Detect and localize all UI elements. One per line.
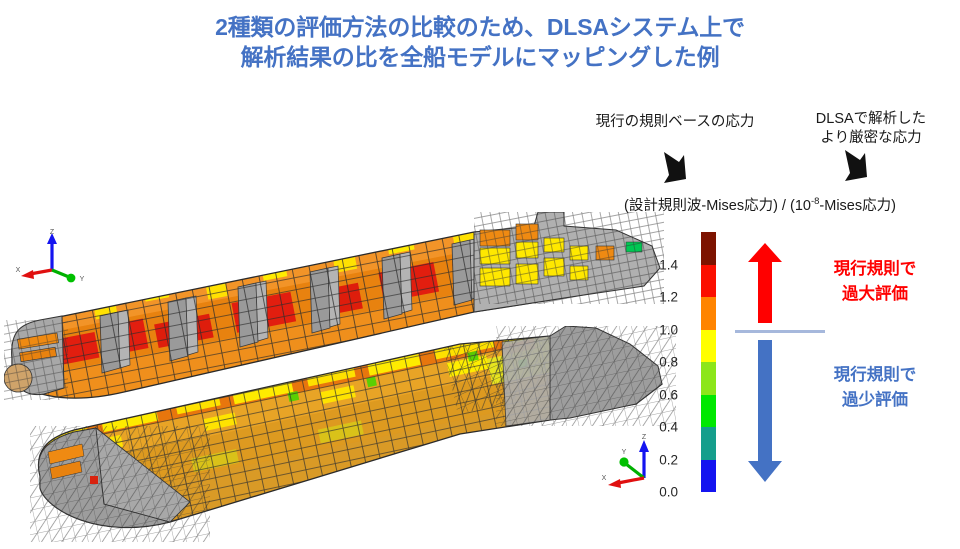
black-down-arrow-icon-rule <box>664 152 686 183</box>
colorbar-band-7 <box>701 459 716 492</box>
colorbar-tick-0.6: 0.6 <box>659 387 678 402</box>
under-estimate-down-arrow-icon <box>748 340 782 482</box>
colorbar-band-1 <box>701 264 716 297</box>
colorbar-band-4 <box>701 362 716 395</box>
over-estimate-up-arrow-icon <box>748 243 782 323</box>
over-estimate-label: 現行規則で 過大評価 <box>790 257 960 307</box>
colorbar-band-2 <box>701 297 716 330</box>
cutaway-fem-ship-model <box>4 212 664 400</box>
triad-lower-y-label: Y <box>622 449 627 456</box>
formula-divider: / <box>777 198 790 214</box>
upper-stern-superstructure <box>473 212 664 313</box>
colorbar-band-3 <box>701 329 716 362</box>
stress-ratio-colorbar: 1.4 1.2 1.0 0.8 0.6 0.4 0.2 0.0 <box>659 232 730 500</box>
callout-rule-based-stress: 現行の規則ベースの応力 <box>560 113 790 132</box>
over-estimate-line-2: 過大評価 <box>842 285 908 303</box>
lower-stern-structure <box>496 326 676 427</box>
callout-dlsa-line-2: より厳密な応力 <box>820 130 922 146</box>
under-estimate-label: 現行規則で 過少評価 <box>790 363 960 413</box>
colorbar-tick-1.0: 1.0 <box>659 322 678 337</box>
axis-triad-lower: Z Y X <box>602 434 649 488</box>
colorbar-tick-1.4: 1.4 <box>659 257 678 272</box>
stress-ratio-formula: (設計規則波-Mises応力) / (10-8-Mises応力) <box>560 194 960 215</box>
callout-dlsa-line-1: DLSAで解析した <box>815 111 927 127</box>
lower-bow-structure <box>30 426 210 542</box>
triad-upper-x-label: X <box>16 267 21 274</box>
colorbar-tick-0.2: 0.2 <box>659 452 678 467</box>
colorbar-tick-0.0: 0.0 <box>659 484 678 500</box>
exterior-fem-ship-model <box>30 326 676 542</box>
colorbar-tick-0.8: 0.8 <box>659 354 678 370</box>
colorbar-band-5 <box>701 394 716 427</box>
colorbar-unity-divider <box>735 330 825 333</box>
page-title-line-2: 解析結果の比を全船モデルにマッピングした例 <box>240 44 720 70</box>
triad-upper-z-label: Z <box>50 229 55 236</box>
black-down-arrow-icon-dlsa <box>845 150 867 181</box>
formula-denominator-pre: (10 <box>790 198 811 214</box>
triad-upper-y-label: Y <box>80 276 85 283</box>
colorbar-tick-1.2: 1.2 <box>659 289 678 305</box>
triad-lower-z-label: Z <box>642 434 647 441</box>
triad-lower-x-label: X <box>602 475 607 482</box>
colorbar-gradient <box>701 232 716 492</box>
colorbar-band-0 <box>701 232 716 265</box>
colorbar-tick-0.4: 0.4 <box>659 419 678 435</box>
page-title-line-1: 2種類の評価方法の比較のため、DLSAシステム上で <box>215 14 745 40</box>
callout-dlsa-stress: DLSAで解析した より厳密な応力 <box>786 110 956 148</box>
under-estimate-line-2: 過少評価 <box>842 391 908 409</box>
formula-denominator-exponent: -8 <box>810 196 820 208</box>
formula-numerator: (設計規則波-Mises応力) <box>624 198 778 214</box>
formula-denominator-post: -Mises応力) <box>819 198 896 214</box>
callout-rule-based-text: 現行の規則ベースの応力 <box>595 114 755 130</box>
under-estimate-line-1: 現行規則で <box>833 366 917 384</box>
upper-bow-structure <box>4 315 68 400</box>
colorbar-band-6 <box>701 427 716 460</box>
axis-triad-upper: Z X Y <box>16 229 85 283</box>
page-title: 2種類の評価方法の比較のため、DLSAシステム上で 解析結果の比を全船モデルにマ… <box>0 12 960 72</box>
over-estimate-line-1: 現行規則で <box>833 260 917 278</box>
